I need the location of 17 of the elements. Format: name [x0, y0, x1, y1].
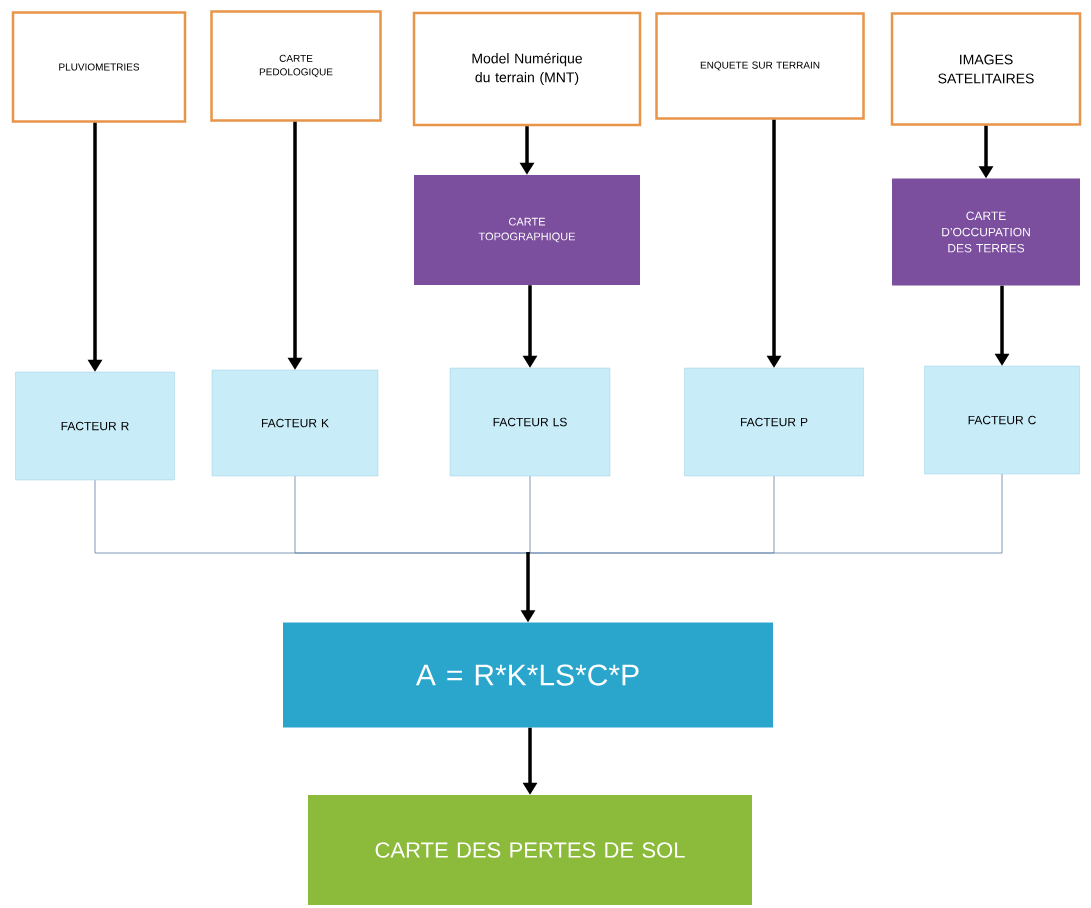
source-box: PLUVIOMETRIES: [11, 11, 187, 123]
factor-box: FACTEUR LS: [449, 367, 611, 477]
source-box: Model Numérique du terrain (MNT): [412, 11, 642, 127]
connector-line: [294, 475, 529, 554]
map-box: CARTE TOPOGRAPHIQUE: [414, 175, 640, 285]
factor-box: FACTEUR R: [15, 371, 175, 481]
source-box: IMAGES SATELITAIRES: [890, 12, 1082, 126]
map-box: CARTE D’OCCUPATION DES TERRES: [892, 178, 1080, 286]
formula-box: A = R*K*LS*C*P: [283, 622, 773, 728]
source-box: ENQUETE SUR TERRAIN: [655, 12, 865, 120]
connector-line: [527, 473, 1003, 554]
factor-box: FACTEUR K: [211, 369, 379, 477]
source-box: CARTE PEDOLOGIQUE: [210, 10, 382, 122]
factor-box: FACTEUR P: [684, 367, 864, 477]
connector-line: [527, 475, 531, 554]
factor-box: FACTEUR C: [924, 365, 1080, 475]
result-box: CARTE DES PERTES DE SOL: [308, 795, 752, 905]
